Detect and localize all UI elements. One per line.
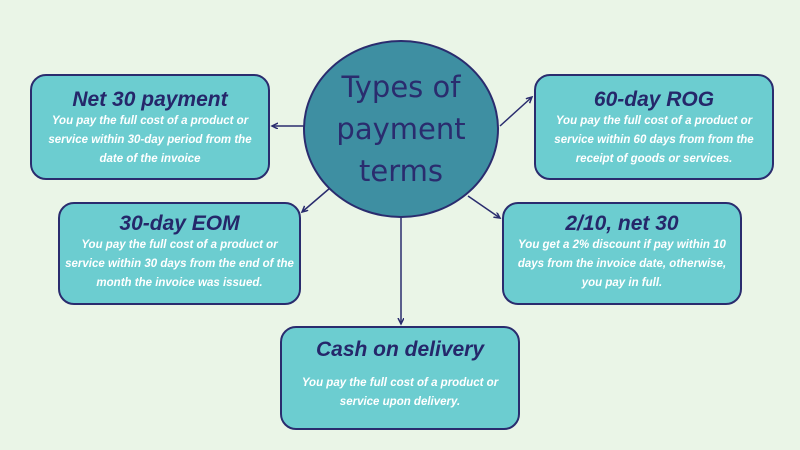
arrow-to-rog — [499, 97, 532, 127]
arrow-to-twoten — [467, 195, 500, 218]
node-description: You pay the full cost of a product or se… — [65, 239, 294, 289]
node-description: You pay the full cost of a product or se… — [554, 115, 754, 165]
node-title: 60-day ROG — [593, 88, 715, 111]
central-topic-circle: Types of payment terms — [303, 40, 499, 218]
node-30-day-eom: 30-day EOM You pay the full cost of a pr… — [58, 202, 301, 305]
node-description: You pay the full cost of a product or se… — [48, 115, 252, 165]
node-net-30-payment: Net 30 payment You pay the full cost of … — [30, 74, 270, 180]
node-title: 2/10, net 30 — [565, 212, 679, 235]
node-title: Cash on delivery — [315, 338, 485, 361]
node-description: You pay the full cost of a product or se… — [301, 377, 499, 408]
node-cash-on-delivery: Cash on delivery You pay the full cost o… — [280, 326, 520, 430]
node-title: Net 30 payment — [72, 88, 228, 111]
node-60-day-rog: 60-day ROG You pay the full cost of a pr… — [534, 74, 774, 180]
node-title: 30-day EOM — [119, 212, 240, 235]
node-description: You get a 2% discount if pay within 10 d… — [517, 239, 727, 289]
central-topic-title: Types of payment terms — [336, 70, 466, 188]
node-2-10-net-30: 2/10, net 30 You get a 2% discount if pa… — [502, 202, 742, 305]
